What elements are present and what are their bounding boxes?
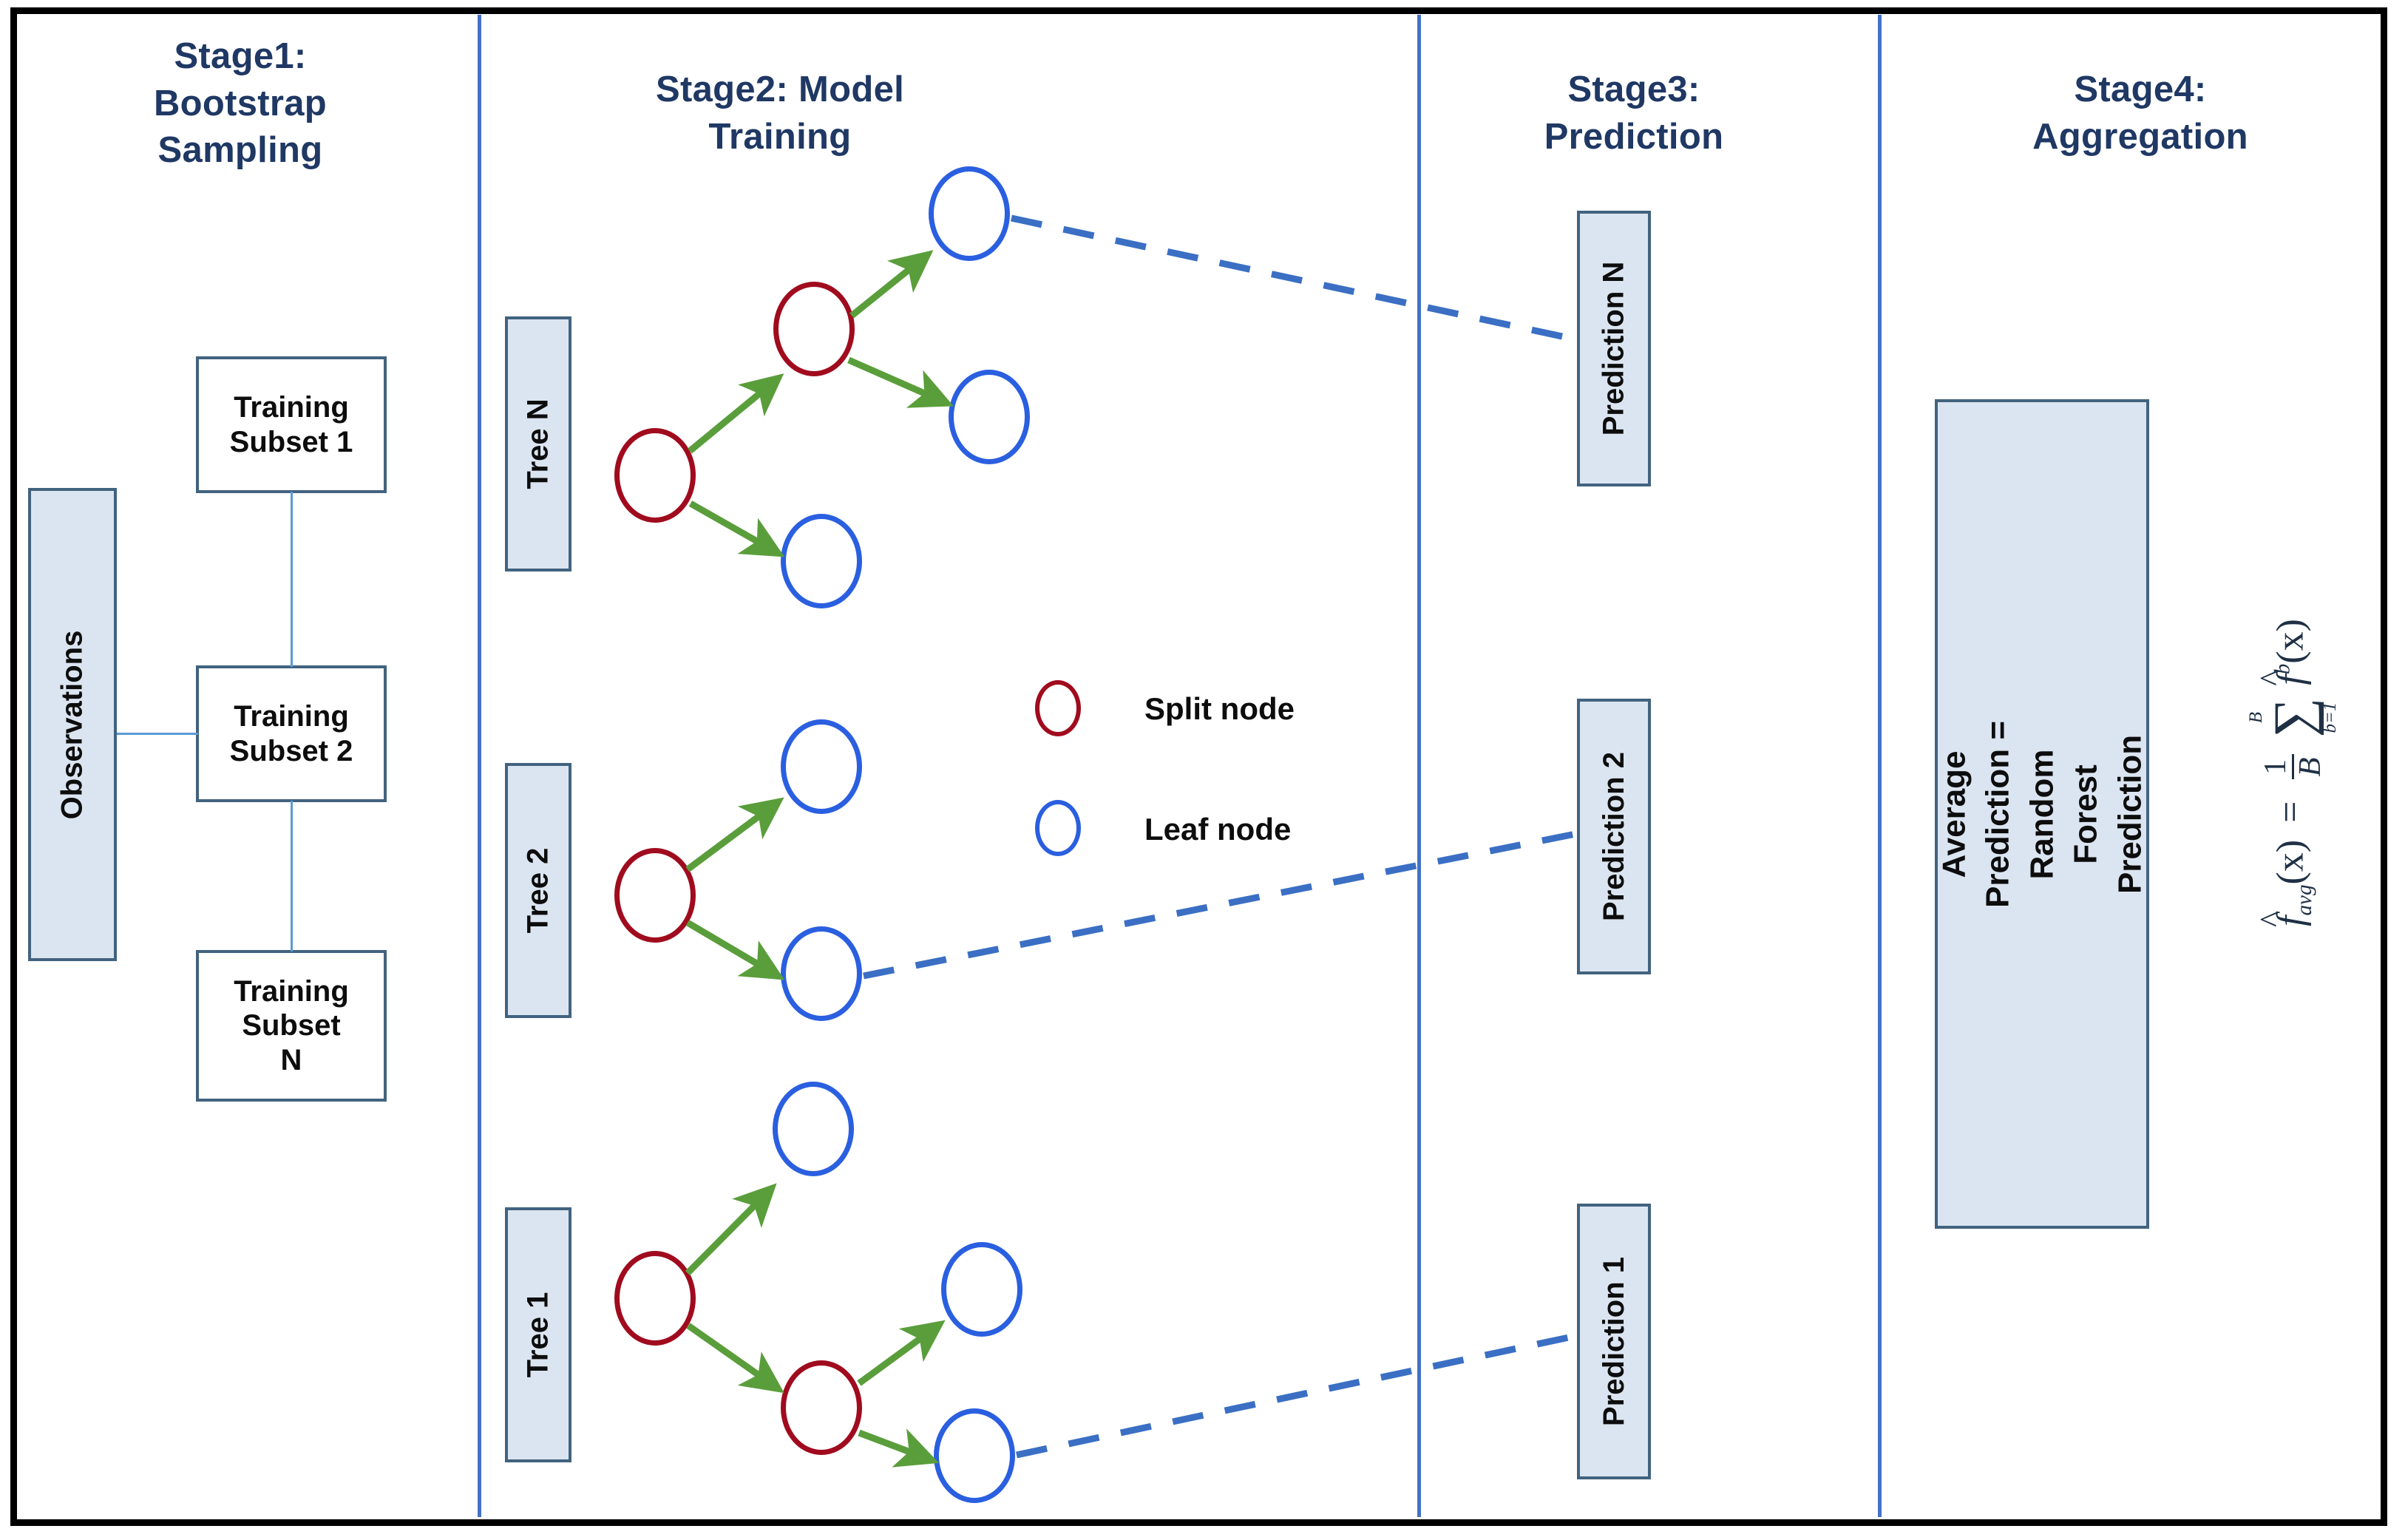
tree-1-leaf-mid-node[interactable] xyxy=(941,1242,1022,1337)
tree-n-leaf-top-node[interactable] xyxy=(929,166,1010,261)
aggregation-box-label: Average Prediction = Random Forest Predi… xyxy=(1936,720,2148,908)
formula-equals: = xyxy=(2269,801,2312,823)
prediction-n-label: Prediction N xyxy=(1597,261,1630,436)
tree-1-label: Tree 1 xyxy=(521,1292,554,1378)
prediction-1-label: Prediction 1 xyxy=(1597,1257,1630,1426)
legend-split-node-label: Split node xyxy=(1144,691,1295,726)
page-title-stage4: Stage4: Aggregation xyxy=(2032,69,2248,157)
training-subset-n-label: Training Subset N xyxy=(234,974,349,1076)
connector-subset2-to-subsetn xyxy=(291,801,293,952)
training-subset-n-box[interactable]: Training Subset N xyxy=(196,950,387,1102)
training-subset-2-label: Training Subset 2 xyxy=(229,700,353,767)
observations-label: Observations xyxy=(55,630,89,819)
page-title-stage1: Stage1: Bootstrap Sampling xyxy=(153,36,328,171)
tree-n-root-split-node[interactable] xyxy=(614,428,696,523)
training-subset-1-label: Training Subset 1 xyxy=(229,391,353,458)
training-subset-2-box[interactable]: Training Subset 2 xyxy=(196,665,387,802)
divider-stage1-stage2 xyxy=(478,15,481,1517)
tree-n-label: Tree N xyxy=(521,398,554,489)
formula-summand: ^f xyxy=(2253,671,2312,686)
tree-1-inner-split-node[interactable] xyxy=(781,1360,862,1455)
divider-stage2-stage3 xyxy=(1417,15,1421,1517)
divider-stage3-stage4 xyxy=(1878,15,1882,1517)
prediction-2-label: Prediction 2 xyxy=(1597,752,1630,921)
formula-summation: B ∑ b=1 xyxy=(2246,697,2341,738)
prediction-1-box[interactable]: Prediction 1 xyxy=(1577,1204,1651,1479)
tree-n-label-box[interactable]: Tree N xyxy=(505,316,571,571)
tree-1-label-box[interactable]: Tree 1 xyxy=(505,1207,571,1462)
aggregation-formula: ^favg(x) = 1 B B ∑ b=1 ^fb(x) xyxy=(2246,619,2341,928)
aggregation-box[interactable]: Average Prediction = Random Forest Predi… xyxy=(1935,399,2149,1229)
tree-2-label-box[interactable]: Tree 2 xyxy=(505,763,571,1018)
tree-1-leaf-top-node[interactable] xyxy=(773,1082,854,1176)
tree-2-leaf-top-node[interactable] xyxy=(781,719,862,814)
legend-leaf-node-icon xyxy=(1035,800,1081,856)
page-title-stage2: Stage2: Model Training xyxy=(655,69,905,157)
tree-n-leaf-mid-node[interactable] xyxy=(949,370,1030,464)
page-title-stage3: Stage3: Prediction xyxy=(1544,69,1724,157)
tree-n-leaf-bottom-node[interactable] xyxy=(781,514,862,608)
prediction-n-box[interactable]: Prediction N xyxy=(1577,211,1651,486)
formula-fraction: 1 B xyxy=(2258,754,2327,780)
tree-n-inner-split-node[interactable] xyxy=(773,282,855,376)
formula-lhs: ^f xyxy=(2253,912,2312,928)
tree-2-label: Tree 2 xyxy=(521,847,554,934)
connector-observations-to-subset2 xyxy=(117,733,198,735)
prediction-2-box[interactable]: Prediction 2 xyxy=(1577,699,1651,974)
tree-1-leaf-bottom-node[interactable] xyxy=(934,1408,1015,1503)
observations-box[interactable]: Observations xyxy=(28,488,117,961)
connector-subset1-to-subset2 xyxy=(291,492,293,667)
tree-1-root-split-node[interactable] xyxy=(614,1251,696,1346)
training-subset-1-box[interactable]: Training Subset 1 xyxy=(196,356,387,493)
legend-leaf-node-label: Leaf node xyxy=(1144,812,1292,847)
legend-split-node-icon xyxy=(1035,680,1081,736)
tree-2-leaf-bottom-node[interactable] xyxy=(781,926,862,1021)
tree-2-root-split-node[interactable] xyxy=(614,848,696,943)
